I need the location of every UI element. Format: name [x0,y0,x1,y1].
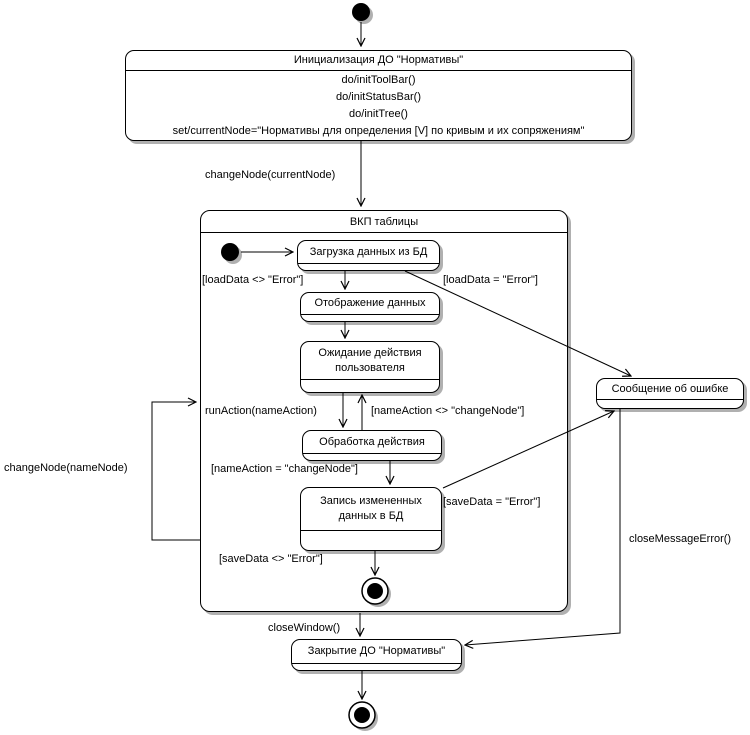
state-close-do-compartment [292,663,461,670]
label-close-window: closeWindow() [268,622,341,634]
state-save-data-compartment [301,530,441,550]
state-process-action: Обработка действия [302,430,442,461]
label-change-current-node: changeNode(currentNode) [205,169,336,181]
initial-state-top-shadow [355,6,373,24]
final-state-bottom-shadow [352,705,378,731]
final-state-bottom [348,701,376,729]
edge-vkp-self-transition [151,402,200,541]
state-process-action-compartment [303,453,441,460]
label-action-change-node: [nameAction = "changeNode"] [211,463,358,475]
state-close-do-title: Закрытие ДО "Нормативы" [307,645,446,657]
action-set-current-node: set/currentNode="Нормативы для определен… [172,125,585,137]
final-state-bottom-dot [354,707,370,723]
state-vkp-table-title: ВКП таблицы [201,211,567,233]
state-init-do-actions: do/initToolBar() do/initStatusBar() do/i… [126,71,631,144]
state-init-do: Инициализация ДО "Нормативы" do/initTool… [125,50,632,141]
state-error-message-compartment [597,399,743,408]
label-save-error: [saveData = "Error"] [443,496,541,508]
state-load-data: Загрузка данных из БД [297,240,440,271]
action-init-toolbar: do/initToolBar() [341,74,416,86]
action-init-tree: do/initTree() [349,108,408,120]
state-error-message: Сообщение об ошибке [596,378,744,409]
label-run-action: runAction(nameAction) [205,405,317,417]
state-display-data-compartment [301,314,439,321]
label-load-ok: [loadData <> "Error"] [202,274,304,286]
label-load-error: [loadData = "Error"] [443,274,538,286]
label-save-ok: [saveData <> "Error"] [219,553,323,565]
state-display-data-title: Отображение данных [314,297,426,309]
label-action-not-change-node: [nameAction <> "changeNode"] [371,405,525,417]
state-close-do: Закрытие ДО "Нормативы" [291,639,462,671]
action-init-statusbar: do/initStatusBar() [336,91,421,103]
state-wait-user-action-compartment [301,379,439,392]
state-error-message-title: Сообщение об ошибке [611,382,729,395]
state-load-data-title: Загрузка данных из БД [309,245,428,258]
state-init-do-title: Инициализация ДО "Нормативы" [126,51,631,71]
state-load-data-compartment [298,263,439,270]
state-save-data-title: Запись измененных данных в БД [320,495,422,522]
state-display-data: Отображение данных [300,292,440,322]
label-close-message-error: closeMessageError() [629,533,732,545]
state-process-action-title: Обработка действия [319,435,425,448]
label-change-name-node: changeNode(nameNode) [4,462,128,474]
state-save-data: Запись измененных данных в БД [300,487,442,551]
state-wait-user-action-title: Ожидание действия пользователя [318,346,422,374]
initial-state-top [352,3,370,21]
state-wait-user-action: Ожидание действия пользователя [300,341,440,393]
